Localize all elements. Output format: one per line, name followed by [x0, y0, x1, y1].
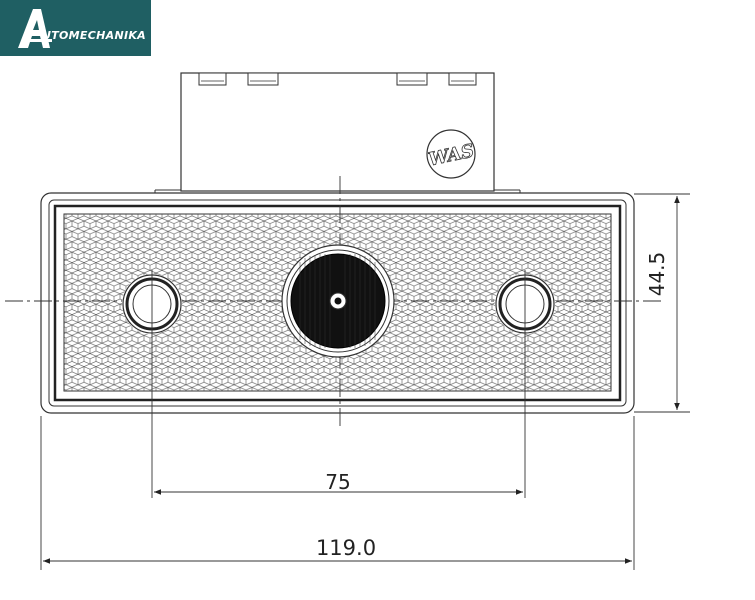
bracket-tab	[448, 72, 477, 86]
centre-lamp	[281, 244, 395, 358]
brand-logo: UTOMECHANIKA	[0, 0, 151, 56]
bracket-tab	[396, 72, 428, 86]
automechanika-a-icon	[18, 9, 52, 48]
overall-width-label: 119.0	[316, 536, 376, 560]
height-dimension	[634, 193, 690, 413]
mounting-bracket: WAS	[154, 72, 521, 195]
height-dimension-label: 44.5	[645, 252, 669, 297]
hole-spacing-label: 75	[325, 470, 350, 494]
brand-name: UTOMECHANIKA	[42, 29, 146, 42]
hole-spacing-dimension	[151, 270, 526, 498]
bracket-tab	[247, 72, 279, 86]
overall-width-dimension	[40, 416, 635, 570]
maker-mark-icon: WAS	[426, 129, 476, 179]
bracket-tab	[198, 72, 227, 86]
lamp-hatching	[299, 254, 376, 348]
